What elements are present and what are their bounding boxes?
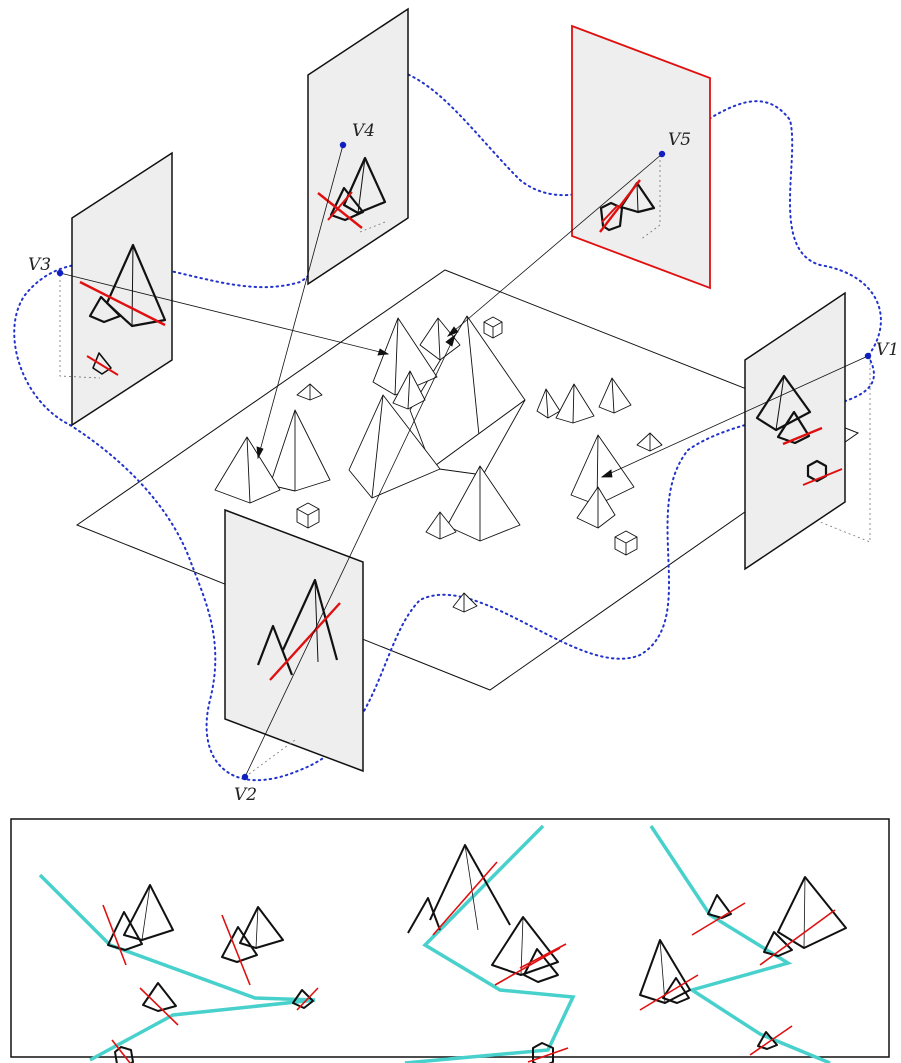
viewpoint-label-v2: V2 xyxy=(234,785,257,805)
cube-left xyxy=(297,503,319,528)
pyramid-right-3 xyxy=(599,378,631,413)
cube-back xyxy=(484,317,502,338)
view-frame-v2 xyxy=(225,510,363,777)
pyramid-right-2 xyxy=(556,384,594,423)
viewpoint-v1[interactable]: V1 xyxy=(865,340,899,360)
viewpoint-label-v1: V1 xyxy=(876,340,899,360)
pyramid-right-1 xyxy=(537,389,560,418)
view-frame-v5-selected xyxy=(572,26,710,288)
pyramid-right-4 xyxy=(637,433,662,451)
pyramid-left-2 xyxy=(215,437,280,503)
bottom-panel xyxy=(11,819,889,1063)
viewpoint-label-v3: V3 xyxy=(28,255,51,275)
cube-right xyxy=(615,531,637,555)
viewpoint-v2[interactable]: V2 xyxy=(234,774,257,805)
viewpoint-label-v5: V5 xyxy=(668,130,691,150)
view-frame-v1 xyxy=(745,293,870,569)
view-frame-v3 xyxy=(60,153,172,425)
view-frame-v4 xyxy=(308,9,408,284)
pyramid-front-tiny xyxy=(453,593,477,612)
pyramid-front xyxy=(447,466,520,541)
pyramid-left-1 xyxy=(270,410,330,491)
pyramid-left-small xyxy=(297,384,322,400)
viewpoint-label-v4: V4 xyxy=(352,121,375,141)
viewpoint-v3[interactable]: V3 xyxy=(28,255,63,276)
